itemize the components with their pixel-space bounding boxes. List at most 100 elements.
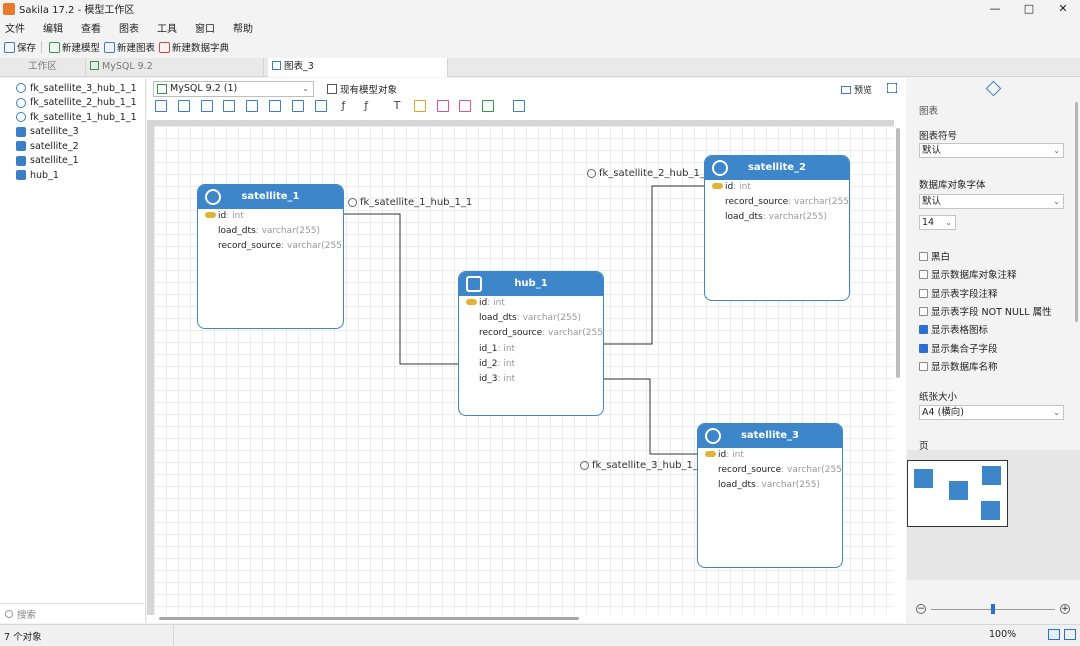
entity-satellite-2[interactable]: satellite_2 id: int record_source: varch…: [704, 155, 850, 301]
layer-tool-icon[interactable]: [482, 100, 495, 112]
checkbox-show-field-comments[interactable]: 显示表字段注释: [919, 286, 998, 300]
diagram-minimap[interactable]: [907, 450, 1080, 580]
zoom-out-icon[interactable]: −: [916, 604, 926, 614]
procedure-tool-icon[interactable]: [223, 100, 236, 112]
field-row[interactable]: load_dts: varchar(255): [705, 210, 849, 225]
tab-workspace[interactable]: 工作区: [0, 58, 86, 77]
materialized-view-tool-icon[interactable]: [200, 100, 213, 112]
tab-mysql[interactable]: MySQL 9.2: [86, 58, 264, 77]
diagram-canvas[interactable]: fk_satellite_1_hub_1_1 fk_satellite_2_hu…: [154, 126, 894, 615]
note-tool-icon[interactable]: [413, 100, 426, 112]
new-data-dictionary-button[interactable]: 新建数据字典: [159, 40, 229, 54]
field-row[interactable]: id_3: int: [459, 372, 603, 387]
preview-button[interactable]: 预览: [841, 83, 872, 96]
menu-tools[interactable]: 工具: [157, 23, 177, 35]
schema-tool-icon[interactable]: [314, 100, 327, 112]
field-row[interactable]: load_dts: varchar(255): [698, 478, 842, 493]
notation-select[interactable]: 默认 ⌄: [919, 143, 1064, 158]
menu-help[interactable]: 帮助: [233, 23, 253, 35]
paper-size-select[interactable]: A4 (横向) ⌄: [919, 405, 1064, 420]
tree-item-fk-satellite-1[interactable]: fk_satellite_1_hub_1_1: [0, 110, 145, 125]
minimap-viewport[interactable]: [907, 460, 1008, 527]
image-tool-icon[interactable]: [436, 100, 449, 112]
field-row[interactable]: id: int: [198, 209, 343, 224]
field-row[interactable]: load_dts: varchar(255): [459, 311, 603, 326]
connection-select[interactable]: MySQL 9.2 (1) ⌄: [153, 81, 314, 97]
field-row[interactable]: record_source: varchar(255): [459, 326, 603, 341]
field-row[interactable]: id_2: int: [459, 357, 603, 372]
checkbox-show-object-comments[interactable]: 显示数据库对象注释: [919, 267, 1017, 281]
canvas-horizontal-scrollbar[interactable]: [159, 617, 579, 620]
field-row[interactable]: id: int: [705, 180, 849, 195]
field-row[interactable]: id: int: [698, 448, 842, 463]
new-diagram-button[interactable]: 新建图表: [104, 40, 155, 54]
text-tool-icon[interactable]: T: [393, 99, 401, 112]
maximize-button[interactable]: □: [1023, 2, 1035, 15]
entity-title: hub_1: [514, 278, 548, 289]
checkbox-show-not-null[interactable]: 显示表字段 NOT NULL 属性: [919, 304, 1052, 318]
tree-item-satellite-1[interactable]: satellite_1: [0, 154, 145, 169]
field-row[interactable]: load_dts: varchar(255): [198, 224, 343, 239]
shape-tool-icon[interactable]: [459, 100, 472, 112]
fullscreen-icon[interactable]: [887, 83, 897, 93]
relation-label-satellite-1[interactable]: fk_satellite_1_hub_1_1: [348, 197, 472, 208]
trigger-tool-icon[interactable]: [246, 100, 259, 112]
save-button[interactable]: 保存: [4, 40, 36, 54]
tree-item-fk-satellite-2[interactable]: fk_satellite_2_hub_1_1: [0, 96, 145, 111]
menu-file[interactable]: 文件: [5, 23, 25, 35]
layout-tool-icon[interactable]: [512, 100, 525, 112]
field-row[interactable]: record_source: varchar(255): [198, 239, 343, 254]
tree-item-hub-1[interactable]: hub_1: [0, 168, 145, 183]
field-type: : varchar(255): [788, 197, 850, 208]
checkbox-show-database-name[interactable]: 显示数据库名称: [919, 359, 998, 373]
checkbox-label: 显示表格图标: [931, 325, 989, 336]
tree-item-satellite-2[interactable]: satellite_2: [0, 139, 145, 154]
font-size-select[interactable]: 14 ⌄: [919, 215, 956, 230]
close-button[interactable]: ✕: [1058, 2, 1068, 15]
field-row[interactable]: id_1: int: [459, 342, 603, 357]
view-tool-icon[interactable]: [177, 100, 190, 112]
existing-objects-label: 现有模型对象: [340, 85, 398, 96]
font-select[interactable]: 默认 ⌄: [919, 194, 1064, 209]
relation-tool-icon[interactable]: [291, 100, 304, 112]
menu-edit[interactable]: 编辑: [43, 23, 63, 35]
primary-key-icon: [205, 212, 216, 218]
zoom-in-icon[interactable]: +: [1060, 604, 1070, 614]
checkbox-show-collection-subfields[interactable]: 显示集合子字段: [919, 341, 998, 355]
checkbox-black-white[interactable]: 黑白: [919, 249, 950, 263]
entity-satellite-3[interactable]: satellite_3 id: int record_source: varch…: [697, 423, 843, 568]
relation-label-satellite-2[interactable]: fk_satellite_2_hub_1_1: [587, 168, 711, 179]
minimize-button[interactable]: —: [989, 2, 1001, 15]
new-model-button[interactable]: 新建模型: [49, 40, 100, 54]
properties-pane: 图表 图表符号 默认 ⌄ 数据库对象字体 默认 ⌄ 14 ⌄ 黑白 显示数据库对…: [907, 78, 1080, 623]
field-row[interactable]: record_source: varchar(255): [698, 463, 842, 478]
split-view-icon[interactable]: [1048, 629, 1060, 640]
tab-diagram[interactable]: 图表_3: [268, 58, 448, 77]
object-search-input[interactable]: 搜索: [0, 603, 146, 623]
checkbox-show-table-icons[interactable]: 显示表格图标: [919, 322, 988, 336]
index-tool-icon[interactable]: [268, 100, 281, 112]
properties-scrollbar[interactable]: [1075, 102, 1078, 322]
table-tool-icon[interactable]: [155, 100, 167, 112]
relation-label-satellite-3[interactable]: fk_satellite_3_hub_1_1: [580, 460, 704, 471]
tree-item-fk-satellite-3[interactable]: fk_satellite_3_hub_1_1: [0, 81, 145, 96]
new-diagram-label: 新建图表: [117, 43, 156, 54]
canvas-vertical-scrollbar[interactable]: [896, 128, 900, 378]
formula-tool-icon[interactable]: ƒ: [364, 99, 369, 112]
field-row[interactable]: id: int: [459, 296, 603, 311]
menu-view[interactable]: 查看: [81, 23, 101, 35]
existing-objects-button[interactable]: 现有模型对象: [327, 82, 397, 96]
menu-window[interactable]: 窗口: [195, 23, 215, 35]
function-tool-icon[interactable]: ƒ: [341, 99, 346, 112]
menu-diagram[interactable]: 图表: [119, 23, 139, 35]
entity-satellite-1[interactable]: satellite_1 id: int load_dts: varchar(25…: [197, 184, 344, 329]
diagram-tool-icons: ƒ ƒ T: [155, 100, 536, 114]
field-row[interactable]: record_source: varchar(255): [705, 195, 849, 210]
window-controls: — □ ✕: [978, 0, 1080, 17]
tree-item-satellite-3[interactable]: satellite_3: [0, 125, 145, 140]
entity-hub-1[interactable]: hub_1 id: int load_dts: varchar(255) rec…: [458, 271, 604, 416]
object-properties-icon[interactable]: [985, 80, 1002, 96]
zoom-slider-thumb[interactable]: [991, 604, 995, 614]
new-model-label: 新建模型: [62, 43, 101, 54]
panel-view-icon[interactable]: [1064, 629, 1076, 640]
